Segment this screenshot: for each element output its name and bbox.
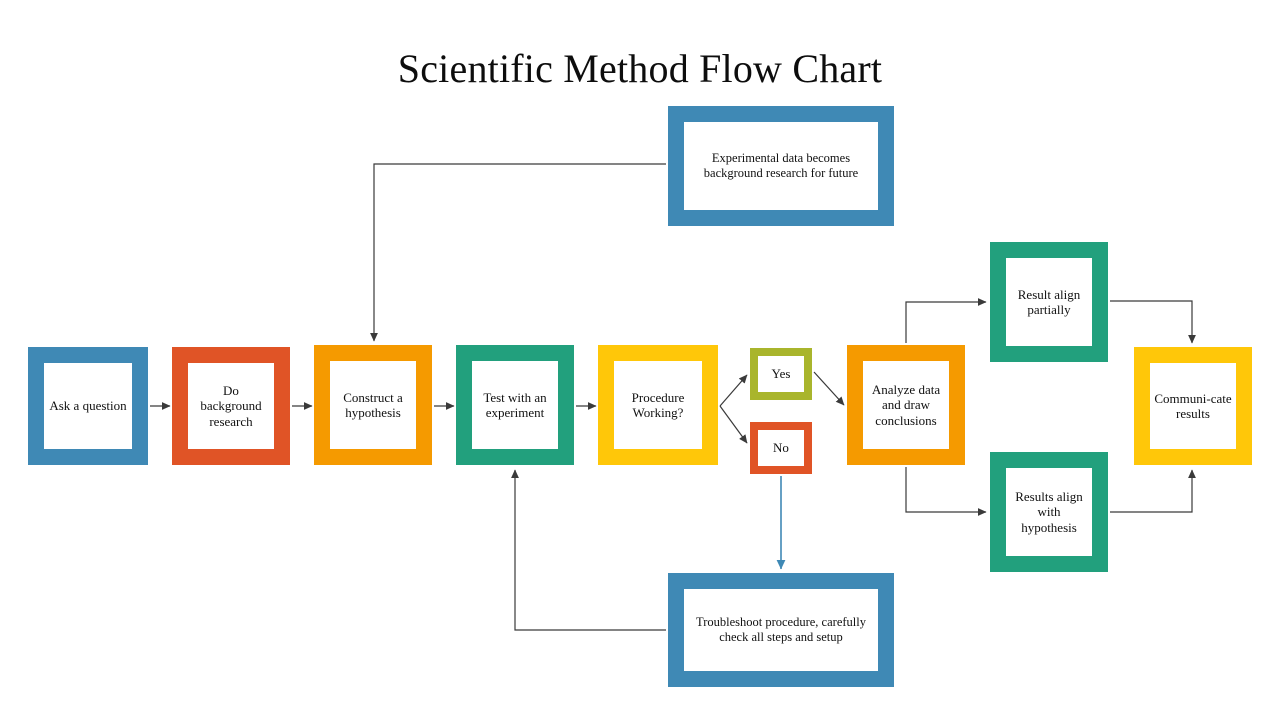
node-label: No [773, 440, 789, 456]
node-label: Results align with hypothesis [1015, 489, 1083, 535]
node-label: Construct a hypothesis [343, 389, 403, 420]
node-results-align-with-hypothesis[interactable]: Results align with hypothesis [990, 452, 1108, 572]
node-troubleshoot-procedure[interactable]: Troubleshoot procedure, carefully check … [668, 573, 894, 687]
edge-analyze-to-partial [905, 298, 987, 343]
edge-analyze-to-aligned [905, 467, 987, 516]
node-procedure-working[interactable]: Procedure Working? [598, 345, 718, 465]
node-label: Do background research [200, 383, 262, 429]
node-result-align-partially[interactable]: Result align partially [990, 242, 1108, 362]
node-do-background-research[interactable]: Do background research [172, 347, 290, 465]
node-communicate-results[interactable]: Communi-cate results [1134, 347, 1252, 465]
node-ask-a-question[interactable]: Ask a question [28, 347, 148, 465]
node-yes[interactable]: Yes [750, 348, 812, 400]
node-no[interactable]: No [750, 422, 812, 474]
node-label: Communi-cate results [1154, 390, 1232, 421]
node-label: Result align partially [1017, 286, 1081, 317]
node-label: Test with an experiment [483, 389, 547, 420]
node-experimental-data-becomes-background-research[interactable]: Experimental data becomes background res… [668, 106, 894, 226]
edge-future-to-hypothesis [370, 163, 666, 342]
edge-aligned-to-communicate [1110, 469, 1196, 513]
page-title: Scientific Method Flow Chart [397, 45, 883, 91]
edge-procedure-to-yes [719, 374, 748, 407]
node-test-with-an-experiment[interactable]: Test with an experiment [456, 345, 574, 465]
edge-yes-to-analyze [813, 371, 845, 406]
node-label: Troubleshoot procedure, carefully check … [696, 615, 866, 644]
node-label: Analyze data and draw conclusions [871, 382, 941, 428]
edge-partial-to-communicate [1110, 300, 1196, 344]
node-label: Procedure Working? [631, 389, 685, 420]
node-label: Yes [771, 366, 791, 382]
node-analyze-data-and-draw-conclusions[interactable]: Analyze data and draw conclusions [847, 345, 965, 465]
edge-procedure-to-no [719, 405, 748, 444]
node-construct-a-hypothesis[interactable]: Construct a hypothesis [314, 345, 432, 465]
node-label: Experimental data becomes background res… [703, 151, 859, 180]
node-label: Ask a question [49, 398, 127, 414]
edge-troubleshoot-to-experiment [511, 469, 666, 631]
